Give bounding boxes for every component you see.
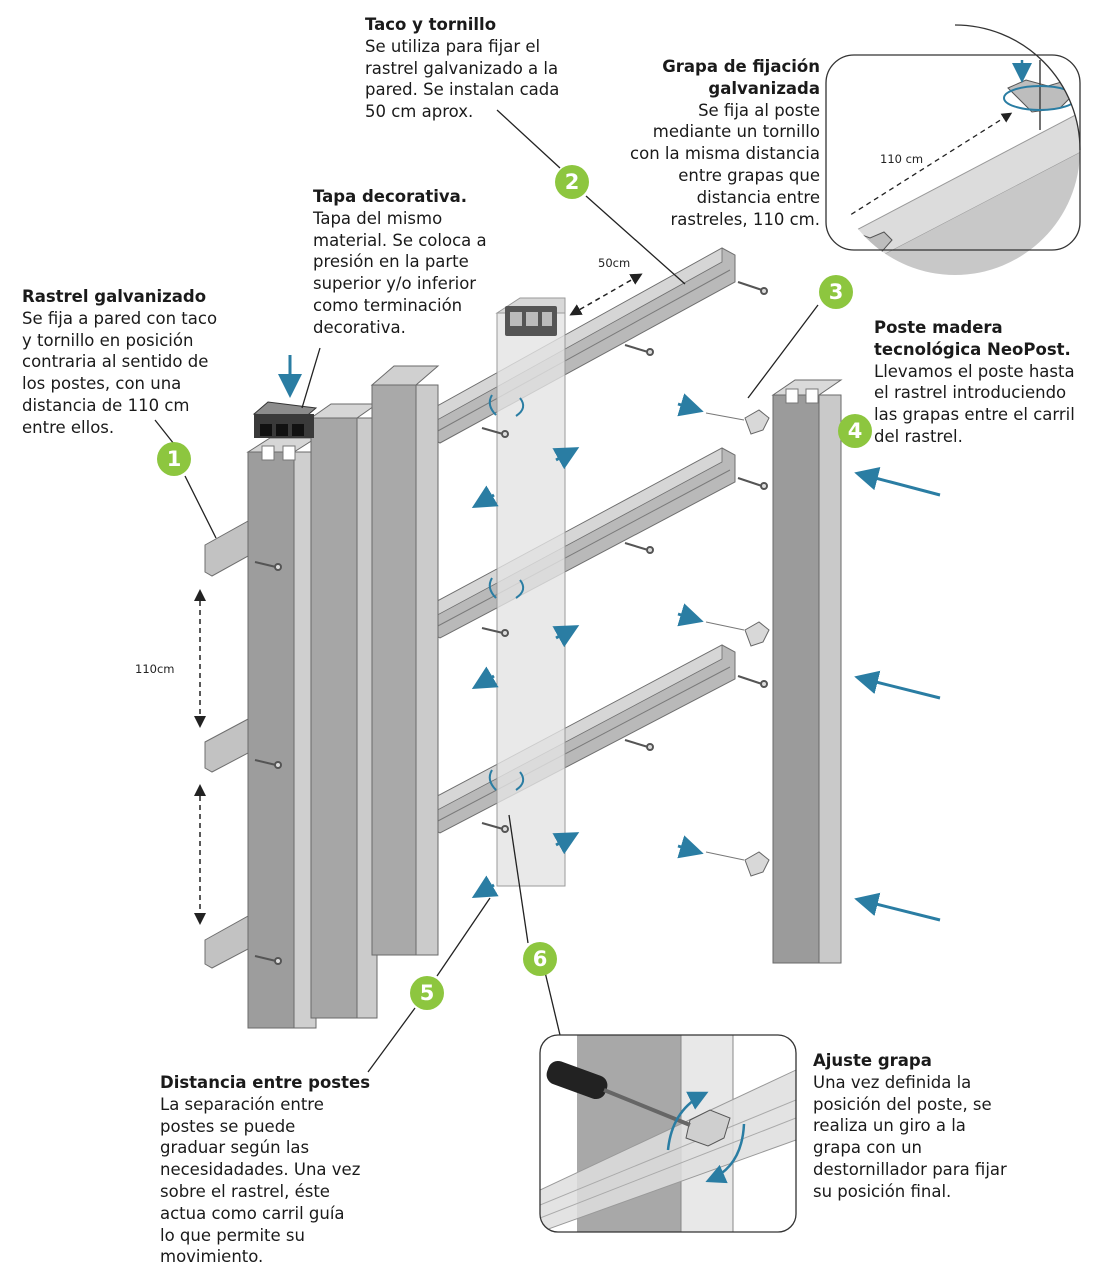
callout-ajuste-line: realiza un giro a la — [813, 1116, 966, 1136]
callout-ajuste-line: posición del poste, se — [813, 1094, 992, 1114]
callout-poste-line: las grapas entre el carril — [874, 405, 1075, 425]
dim-clip-spacing: 110 cm — [880, 152, 924, 166]
callout-taco-line: Se utiliza para fijar el — [365, 36, 541, 56]
callout-poste: Poste madera tecnológica NeoPost. Llevam… — [874, 317, 1075, 448]
badge-3: 3 — [819, 275, 853, 309]
callout-tapa: Tapa decorativa. Tapa del mismo material… — [313, 186, 487, 339]
post-left-1 — [246, 437, 318, 1029]
decorative-cap — [252, 401, 318, 438]
callout-taco-line: rastrel galvanizado a la — [365, 58, 559, 78]
callout-taco-line: 50 cm aprox. — [365, 102, 474, 122]
badge-1: 1 — [157, 442, 191, 476]
callout-poste-line: el rastrel introduciendo — [874, 383, 1067, 403]
dim-post-gap: 110cm — [135, 662, 175, 676]
callout-rastrel-line: los postes, con una — [22, 374, 182, 394]
callout-distancia-line: La separación entre — [160, 1094, 324, 1114]
screws — [254, 281, 768, 965]
callout-poste-line: del rastrel. — [874, 426, 963, 446]
badge-4: 4 — [838, 414, 872, 448]
callout-rastrel-line: entre ellos. — [22, 417, 115, 437]
callout-grapa: Grapa de fijación galvanizada Se fija al… — [590, 56, 820, 230]
callout-distancia-line: postes se puede — [160, 1116, 296, 1136]
callout-distancia-line: actua como carril guía — [160, 1203, 345, 1223]
badge-5: 5 — [410, 976, 444, 1010]
callout-tapa-line: material. Se coloca a — [313, 230, 487, 250]
leader-lines — [154, 109, 819, 1073]
callout-ajuste-line: grapa con un — [813, 1138, 922, 1158]
callout-rastrel-line: y tornillo en posición — [22, 330, 194, 350]
motion-arrows — [278, 355, 941, 922]
callout-ajuste-line: su posición final. — [813, 1181, 952, 1201]
callout-poste-line: Llevamos el poste hasta — [874, 361, 1075, 381]
callout-grapa-title: galvanizada — [708, 78, 820, 98]
callout-grapa-line: entre grapas que — [678, 165, 820, 185]
callout-rastrel-title: Rastrel galvanizado — [22, 287, 207, 306]
callout-ajuste: Ajuste grapa Una vez definida la posició… — [813, 1050, 1007, 1203]
callout-grapa-line: Se fija al poste — [698, 100, 820, 120]
callout-grapa-line: mediante un tornillo — [652, 122, 820, 142]
callout-tapa-title: Tapa decorativa. — [313, 187, 468, 206]
callout-rastrel-line: Se fija a pared con taco — [22, 308, 218, 328]
post-left-3 — [370, 365, 440, 956]
callout-grapa-line: con la misma distancia — [630, 144, 820, 164]
screwdriver-detail-inset — [539, 1034, 797, 1233]
callout-ajuste-line: Una vez definida la — [813, 1072, 972, 1092]
callout-tapa-line: decorativa. — [313, 317, 406, 337]
post-left-2 — [309, 403, 379, 1019]
callout-distancia-line: graduar según las — [160, 1138, 310, 1158]
clip-detail-inset — [825, 24, 1081, 275]
callout-taco: Taco y tornillo Se utiliza para fijar el… — [365, 14, 559, 123]
callout-distancia: Distancia entre postes La separación ent… — [160, 1072, 370, 1268]
callout-grapa-title: Grapa de fijación — [662, 57, 820, 76]
callout-taco-title: Taco y tornillo — [365, 15, 497, 34]
badge-2: 2 — [555, 165, 589, 199]
callout-tapa-line: Tapa del mismo — [313, 208, 443, 228]
callout-tapa-line: como terminación — [313, 295, 463, 315]
callout-taco-line: pared. Se instalan cada — [365, 80, 560, 100]
callout-grapa-line: distancia entre — [696, 187, 820, 207]
rail-bottom — [429, 644, 736, 834]
callout-rastrel: Rastrel galvanizado Se fija a pared con … — [22, 286, 217, 439]
post-right — [771, 379, 843, 964]
rail-middle — [429, 447, 736, 639]
callout-distancia-title: Distancia entre postes — [160, 1073, 371, 1092]
rail-stubs-left — [204, 519, 251, 969]
callout-distancia-line: lo que permite su — [160, 1225, 305, 1245]
dim-rail-spacing: 50cm — [598, 256, 631, 270]
callout-poste-title: Poste madera — [874, 318, 1003, 337]
callout-distancia-line: necesidadades. Una vez — [160, 1160, 361, 1180]
callout-grapa-line: rastreles, 110 cm. — [670, 209, 820, 229]
callout-ajuste-title: Ajuste grapa — [813, 1051, 932, 1070]
callout-tapa-line: presión en la parte — [313, 252, 469, 272]
badge-6: 6 — [523, 942, 557, 976]
callout-tapa-line: superior y/o inferior — [313, 274, 477, 294]
callout-distancia-line: sobre el rastrel, éste — [160, 1181, 330, 1201]
callout-poste-title: tecnológica NeoPost. — [874, 339, 1071, 359]
callout-rastrel-line: contraria al sentido de — [22, 352, 209, 372]
clips — [705, 409, 770, 877]
callout-distancia-line: movimiento. — [160, 1247, 264, 1267]
callout-rastrel-line: distancia de 110 cm — [22, 395, 190, 415]
post-transparent — [495, 297, 566, 887]
dimension-lines — [194, 273, 643, 925]
callout-ajuste-line: destornillador para fijar — [813, 1159, 1007, 1179]
